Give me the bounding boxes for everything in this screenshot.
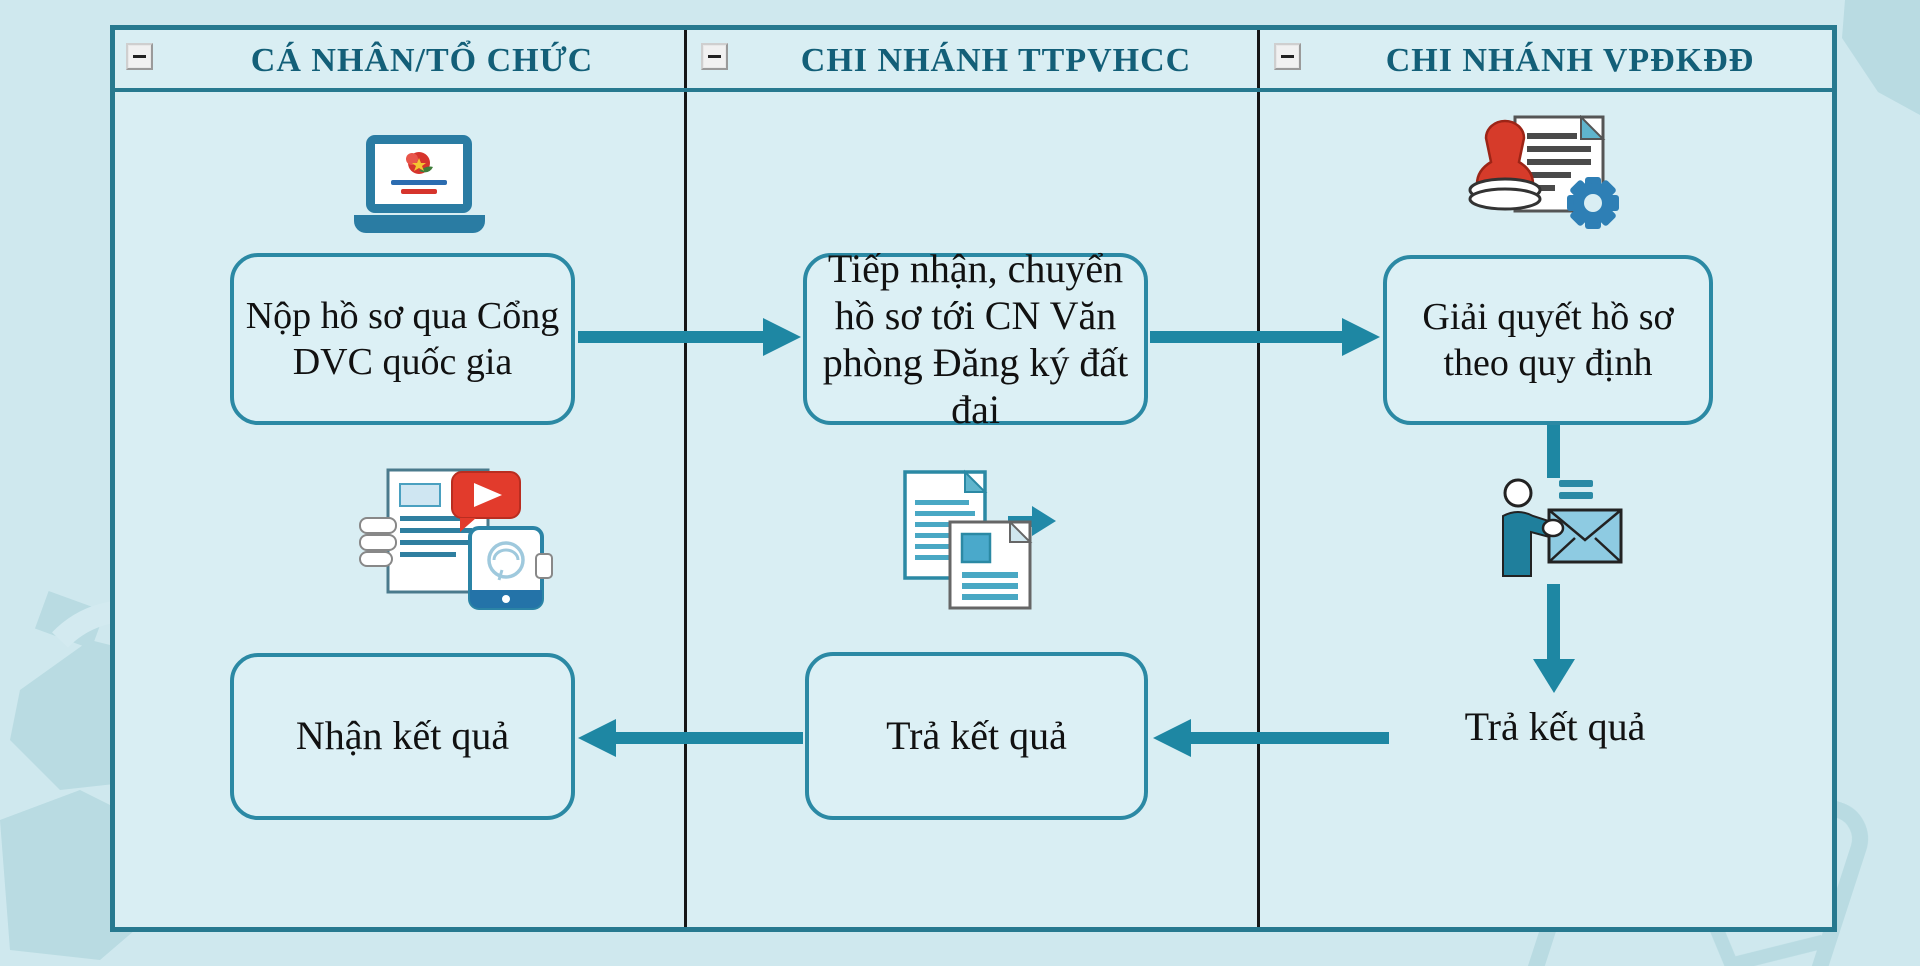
person-envelope-icon <box>1502 478 1623 577</box>
node-receive-result: Nhận kết quả <box>230 653 575 820</box>
arrowhead-down-icon <box>1533 659 1575 693</box>
minus-icon <box>708 55 721 58</box>
laptop-portal-icon <box>354 135 485 233</box>
node-return-result-center: Trả kết quả <box>805 652 1148 820</box>
minus-icon <box>1281 55 1294 58</box>
lane-header-vpdkdd: CHI NHÁNH VPĐKĐĐ <box>1385 42 1755 79</box>
hand-documents-video-phone-icon <box>359 468 553 610</box>
arrowhead-left-icon <box>578 719 616 757</box>
arrow-center-to-receive-result <box>614 732 803 744</box>
arrowhead-right-icon <box>1342 318 1380 356</box>
minus-icon <box>133 55 146 58</box>
arrow-submit-to-receive <box>578 331 764 343</box>
arrowhead-left-icon <box>1153 719 1191 757</box>
collapse-button-lane3[interactable] <box>1274 43 1301 70</box>
lane-divider <box>684 30 687 927</box>
collapse-button-lane1[interactable] <box>126 43 153 70</box>
stamp-document-gear-icon <box>1468 115 1619 229</box>
header-rule <box>115 88 1832 92</box>
arrow-return-to-center <box>1189 732 1389 744</box>
lane-header-ca-nhan: CÁ NHÂN/TỔ CHỨC <box>250 42 594 79</box>
arrow-process-down <box>1547 425 1560 478</box>
node-process: Giải quyết hồ sơ theo quy định <box>1383 255 1713 425</box>
node-receive-transfer: Tiếp nhận, chuyển hồ sơ tới CN Văn phòng… <box>803 246 1148 432</box>
node-return-result-branch: Trả kết quả <box>1464 704 1646 749</box>
documents-transfer-icon <box>903 469 1056 610</box>
node-submit: Nộp hồ sơ qua Cổng DVC quốc gia <box>230 253 575 425</box>
arrowhead-right-icon <box>763 318 801 356</box>
arrow-down-to-return <box>1547 584 1560 660</box>
lane-divider <box>1257 30 1260 927</box>
lane-header-ttpvhcc: CHI NHÁNH TTPVHCC <box>800 42 1192 79</box>
arrow-receive-to-process <box>1150 331 1343 343</box>
collapse-button-lane2[interactable] <box>701 43 728 70</box>
